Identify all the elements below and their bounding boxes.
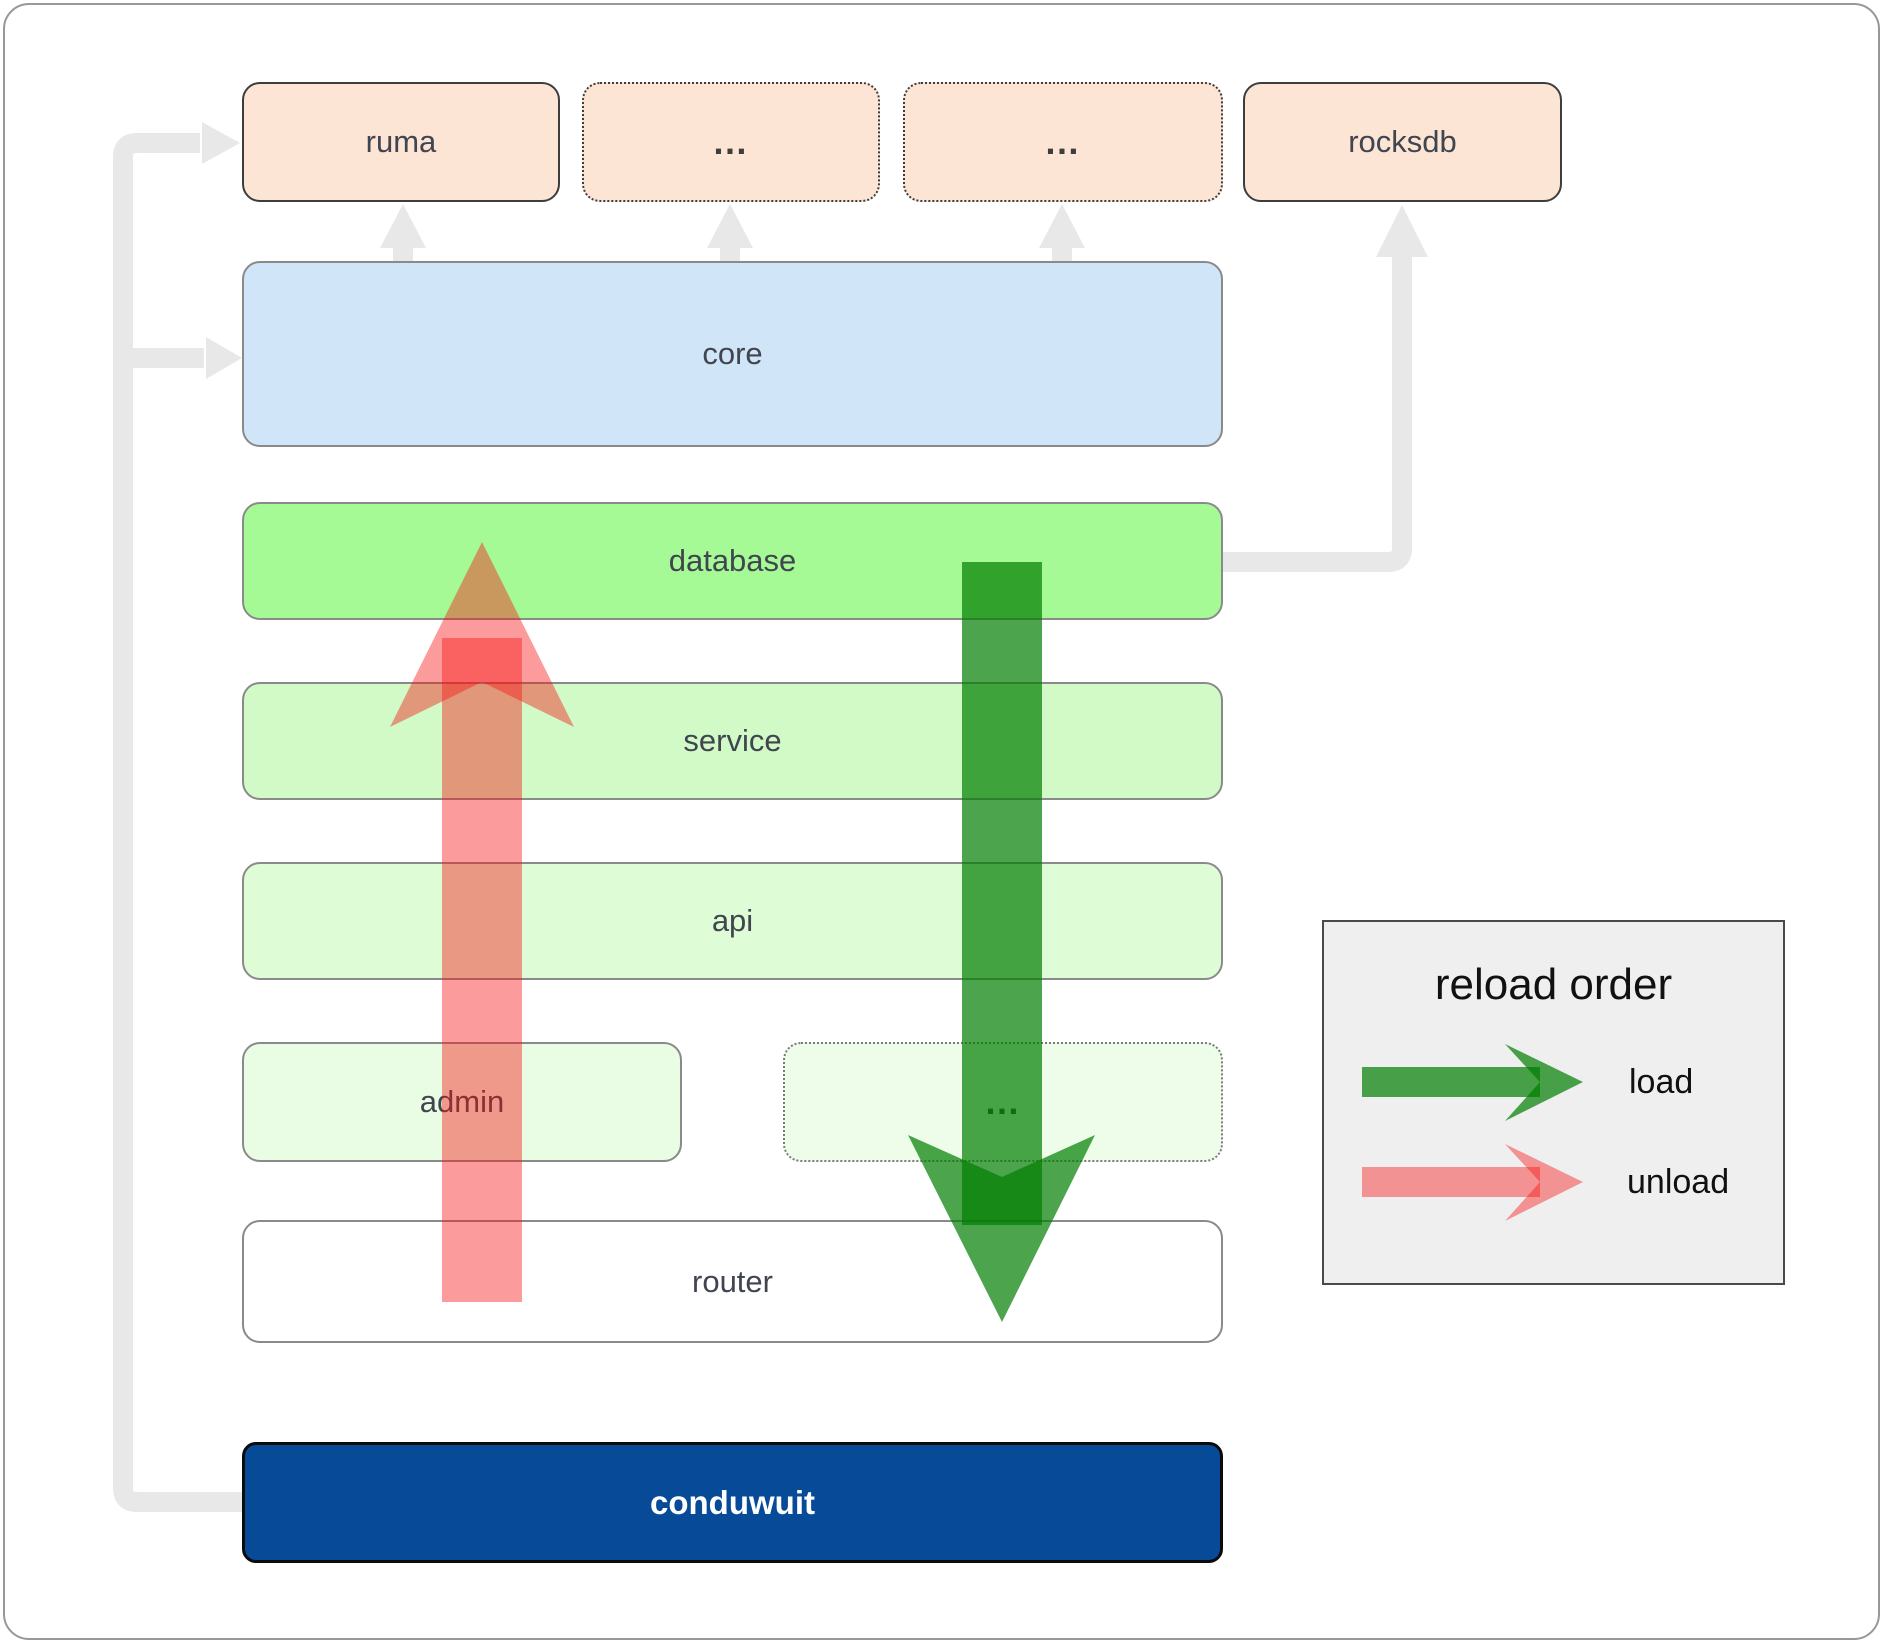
box-ellipsis-top-2: … — [903, 82, 1223, 202]
box-router: router — [242, 1220, 1223, 1343]
box-admin-label: admin — [419, 1084, 505, 1119]
box-rocksdb-label: rocksdb — [1348, 124, 1457, 159]
connector-arrowheads — [202, 122, 242, 379]
legend-load-label: load — [1629, 1063, 1694, 1101]
box-api: api — [242, 862, 1223, 980]
legend: reload order load unload — [1322, 920, 1785, 1285]
box-ellipsis-admin: … — [783, 1042, 1223, 1162]
box-core: core — [242, 261, 1223, 447]
outer-frame — [3, 3, 1880, 1640]
legend-unload-label: unload — [1627, 1163, 1730, 1201]
box-ellipsis-top-1: … — [582, 82, 880, 202]
box-service: service — [242, 682, 1223, 800]
box-ruma-label: ruma — [365, 124, 437, 159]
box-database-label: database — [668, 543, 797, 578]
box-admin: admin — [242, 1042, 682, 1162]
box-ellipsis-top-1-label: … — [712, 121, 750, 162]
database-to-rocksdb-arrow — [1223, 205, 1428, 572]
box-router-label: router — [692, 1263, 773, 1299]
box-service-label: service — [683, 723, 782, 758]
box-database: database — [242, 502, 1223, 620]
core-to-top-arrows — [380, 204, 1085, 262]
legend-title: reload order — [1434, 960, 1673, 1009]
box-ellipsis-top-2-label: … — [1044, 121, 1082, 162]
box-ellipsis-admin-label: … — [984, 1081, 1022, 1122]
box-conduwuit: conduwuit — [242, 1442, 1223, 1563]
arrowhead-into-core — [206, 337, 242, 379]
box-ruma: ruma — [242, 82, 560, 202]
box-rocksdb: rocksdb — [1243, 82, 1562, 202]
conduwuit-feedback-line — [113, 133, 242, 1512]
box-conduwuit-label: conduwuit — [650, 1483, 815, 1521]
box-api-label: api — [711, 903, 754, 938]
box-core-label: core — [702, 336, 763, 371]
arrowhead-into-ruma — [202, 122, 240, 164]
